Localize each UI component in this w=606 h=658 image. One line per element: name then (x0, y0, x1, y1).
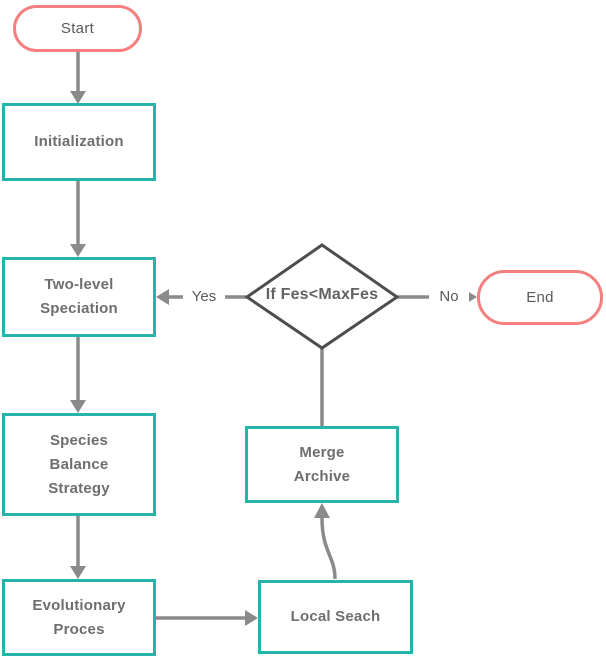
yes-edge-label: Yes (183, 287, 225, 307)
arrowhead-into-initialization (70, 91, 86, 104)
initialization-node-label: Initialization (34, 133, 124, 150)
evolutionary-process-node: Evolutionary Proces (2, 579, 156, 656)
species-balance-strategy-node: Species Balance Strategy (2, 413, 156, 516)
decision-node-label: If Fes<MaxFes (265, 286, 379, 303)
two-level-speciation-node-label: Two-level Speciation (40, 276, 118, 317)
local-search-node-label: Local Seach (290, 608, 381, 625)
merge-archive-node: Merge Archive (245, 426, 399, 503)
evolutionary-process-node-label: Evolutionary Proces (32, 596, 126, 638)
arrowhead-into-twolevel (70, 244, 86, 257)
end-node-label: End (526, 288, 554, 306)
merge-archive-node-label: Merge Archive (293, 443, 351, 485)
two-level-speciation-node: Two-level Speciation (2, 257, 156, 337)
species-balance-strategy-node-label: Species Balance Strategy (48, 431, 110, 497)
initialization-node: Initialization (2, 103, 156, 181)
no-edge-label: No (429, 287, 469, 307)
start-node-label: Start (60, 19, 95, 37)
arrowhead-into-species (70, 400, 86, 413)
decision-diamond (244, 243, 400, 350)
arrowhead-yes-into-twolevel (156, 289, 169, 305)
local-search-node: Local Seach (258, 580, 413, 654)
arrowhead-into-evolutionary (70, 566, 86, 579)
arrowhead-into-mergearchive (314, 503, 330, 518)
start-node: Start (13, 5, 142, 52)
arrowhead-into-localsearch (245, 610, 258, 626)
edge-localsearch-to-mergearchive (320, 517, 337, 580)
end-node: End (477, 270, 603, 325)
